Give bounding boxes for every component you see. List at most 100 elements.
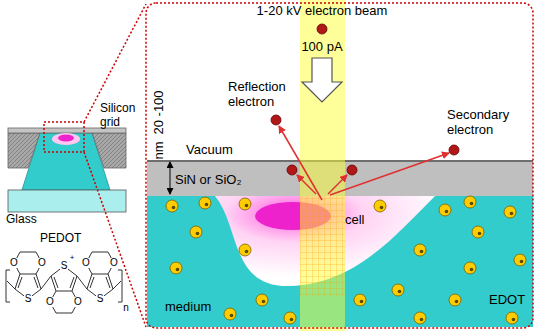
atom-symbol: O <box>9 258 19 268</box>
bond <box>56 291 72 292</box>
bond <box>18 277 22 288</box>
edot-molecule-core <box>230 314 234 318</box>
edot-molecule <box>464 196 476 208</box>
atom-symbol: O <box>37 258 47 268</box>
edot-molecule <box>224 308 236 320</box>
edot-molecule <box>464 262 476 274</box>
atom-symbol: O <box>109 258 119 268</box>
illustration-part <box>328 175 347 194</box>
edot-molecule <box>414 312 426 324</box>
label: nm <box>152 141 167 159</box>
bond <box>70 277 74 288</box>
bond <box>7 281 15 289</box>
illustration-part <box>330 153 449 195</box>
zoom-frame <box>146 3 533 328</box>
bond <box>92 274 108 275</box>
edot-molecule-core <box>290 318 294 322</box>
illustration-part <box>279 126 322 200</box>
illustration-part <box>84 152 146 327</box>
edot-molecule <box>439 204 451 216</box>
label: Secondary electron <box>447 108 523 138</box>
bond <box>106 277 110 288</box>
label: 100 pA <box>301 40 342 55</box>
bracket <box>6 270 10 302</box>
bond <box>56 313 72 314</box>
edot-molecule-core <box>172 206 176 210</box>
label: 1-20 kV electron beam <box>257 4 388 19</box>
edot-molecule-core <box>470 268 474 272</box>
atom-symbol: S <box>60 261 69 271</box>
edot-molecule <box>190 226 202 238</box>
edot-molecule-core <box>380 206 384 210</box>
bracket <box>118 270 122 302</box>
electron-beam <box>300 0 345 331</box>
edot-molecule <box>449 294 461 306</box>
edot-molecule-core <box>245 250 249 254</box>
edot-molecule-core <box>245 204 249 208</box>
atom-symbol: + <box>69 254 76 262</box>
atom-symbol: S <box>24 294 33 304</box>
bond <box>77 276 87 289</box>
edot-molecule <box>472 226 484 238</box>
edot-molecule-core <box>176 268 180 272</box>
edot-molecule-core <box>512 318 516 322</box>
edot-molecule-core <box>398 290 402 294</box>
illustration-part <box>92 133 126 168</box>
edot-molecule-core <box>520 260 524 264</box>
bond <box>108 274 113 289</box>
node-label: EDOT <box>489 293 525 308</box>
label: Vacuum <box>186 143 233 158</box>
electrons <box>271 24 459 175</box>
label: Glass <box>6 213 37 227</box>
zoom-lines <box>84 4 146 327</box>
electron <box>271 115 281 125</box>
illustration-part <box>170 168 171 194</box>
edot-molecule-core <box>420 318 424 322</box>
node-label: SiN or SiO₂ <box>175 173 241 188</box>
illustration-part <box>58 135 74 142</box>
bond <box>20 274 36 275</box>
edot-molecule-core <box>478 232 482 236</box>
bond <box>15 274 20 289</box>
atom-symbol: O <box>81 258 91 268</box>
atom-symbol: S <box>96 294 105 304</box>
atom-symbol: n <box>122 303 130 313</box>
edot-molecule <box>170 262 182 274</box>
illustration-part <box>8 133 40 168</box>
electron <box>317 24 327 34</box>
edot-molecule <box>239 198 251 210</box>
edot-molecule-core <box>445 210 449 214</box>
illustration-part <box>8 190 126 212</box>
electron <box>287 165 297 175</box>
edot-molecule <box>414 244 426 256</box>
illustration-part <box>170 162 171 168</box>
edot-molecule <box>506 312 518 324</box>
bond <box>113 281 121 289</box>
electron <box>347 165 357 175</box>
edot-molecule <box>374 200 386 212</box>
bond <box>20 252 36 253</box>
chip-cross-section <box>8 122 126 212</box>
edot-molecule-core <box>360 300 364 304</box>
edot-molecule <box>239 244 251 256</box>
bond <box>51 276 56 291</box>
edot-molecule <box>392 284 404 296</box>
edot-molecule-core <box>205 203 209 207</box>
electron-paths <box>279 126 449 200</box>
edot-molecules <box>166 196 526 324</box>
label: Reflection electron <box>228 80 300 110</box>
edot-molecule-core <box>196 232 200 236</box>
atom-symbol: O <box>45 297 55 307</box>
bond <box>90 277 94 288</box>
beam-arrow <box>302 58 342 102</box>
illustration-part <box>297 175 316 194</box>
edot-molecule-core <box>510 212 514 216</box>
edot-molecule-core <box>455 300 459 304</box>
illustration-part <box>44 122 84 152</box>
beam-interaction <box>300 196 345 296</box>
electron <box>449 145 459 155</box>
edot-molecule <box>504 206 516 218</box>
bond <box>92 252 108 253</box>
